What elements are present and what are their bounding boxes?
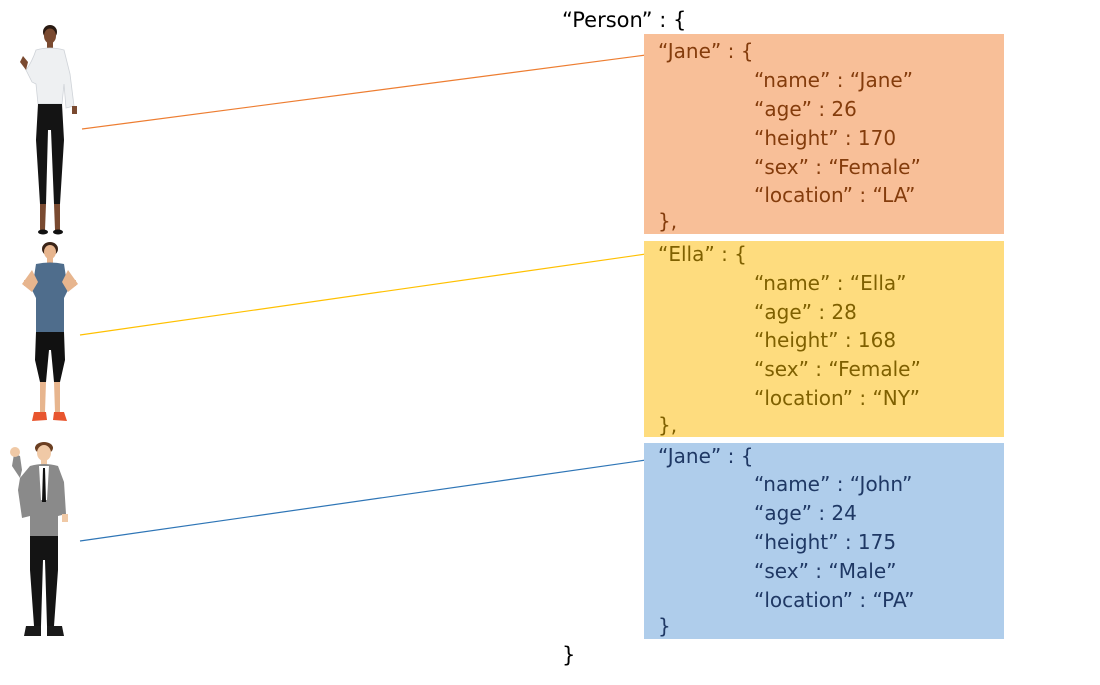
field-sex: “sex” : “Male” [754,559,897,583]
root-open-text: “Person” : { [562,8,687,32]
json-entry-ella: “Ella” : { “name” : “Ella” “age” : 28 “h… [644,241,1004,437]
entry-header: “Jane” : { [658,444,754,468]
connector-line-john [79,459,647,542]
person-jane-image [20,25,77,235]
field-sex: “sex” : “Female” [754,155,921,179]
entry-header: “Jane” : { [658,39,754,63]
entry-closing: }, [658,209,678,233]
field-name: “name” : “John” [754,472,913,496]
entry-closing: }, [658,413,678,437]
person-john-image [10,442,68,636]
field-name: “name” : “Jane” [754,68,914,92]
field-height: “height” : 170 [754,126,897,150]
entry-header: “Ella” : { [658,242,747,266]
entry-closing: } [658,614,671,638]
json-entry-jane: “Jane” : { “name” : “Jane” “age” : 26 “h… [644,34,1004,234]
field-age: “age” : 26 [754,97,857,121]
person-ella-image [22,242,78,421]
field-age: “age” : 24 [754,501,857,525]
field-sex: “sex” : “Female” [754,357,921,381]
field-height: “height” : 175 [754,530,897,554]
connector-line-jane [81,54,647,130]
field-location: “location” : “PA” [754,588,915,612]
field-location: “location” : “LA” [754,183,916,207]
field-location: “location” : “NY” [754,386,920,410]
json-entry-john: “Jane” : { “name” : “John” “age” : 24 “h… [644,443,1004,639]
field-height: “height” : 168 [754,328,897,352]
connector-line-ella [79,253,647,336]
field-name: “name” : “Ella” [754,271,907,295]
field-age: “age” : 28 [754,300,857,324]
root-close-text: } [562,643,576,667]
